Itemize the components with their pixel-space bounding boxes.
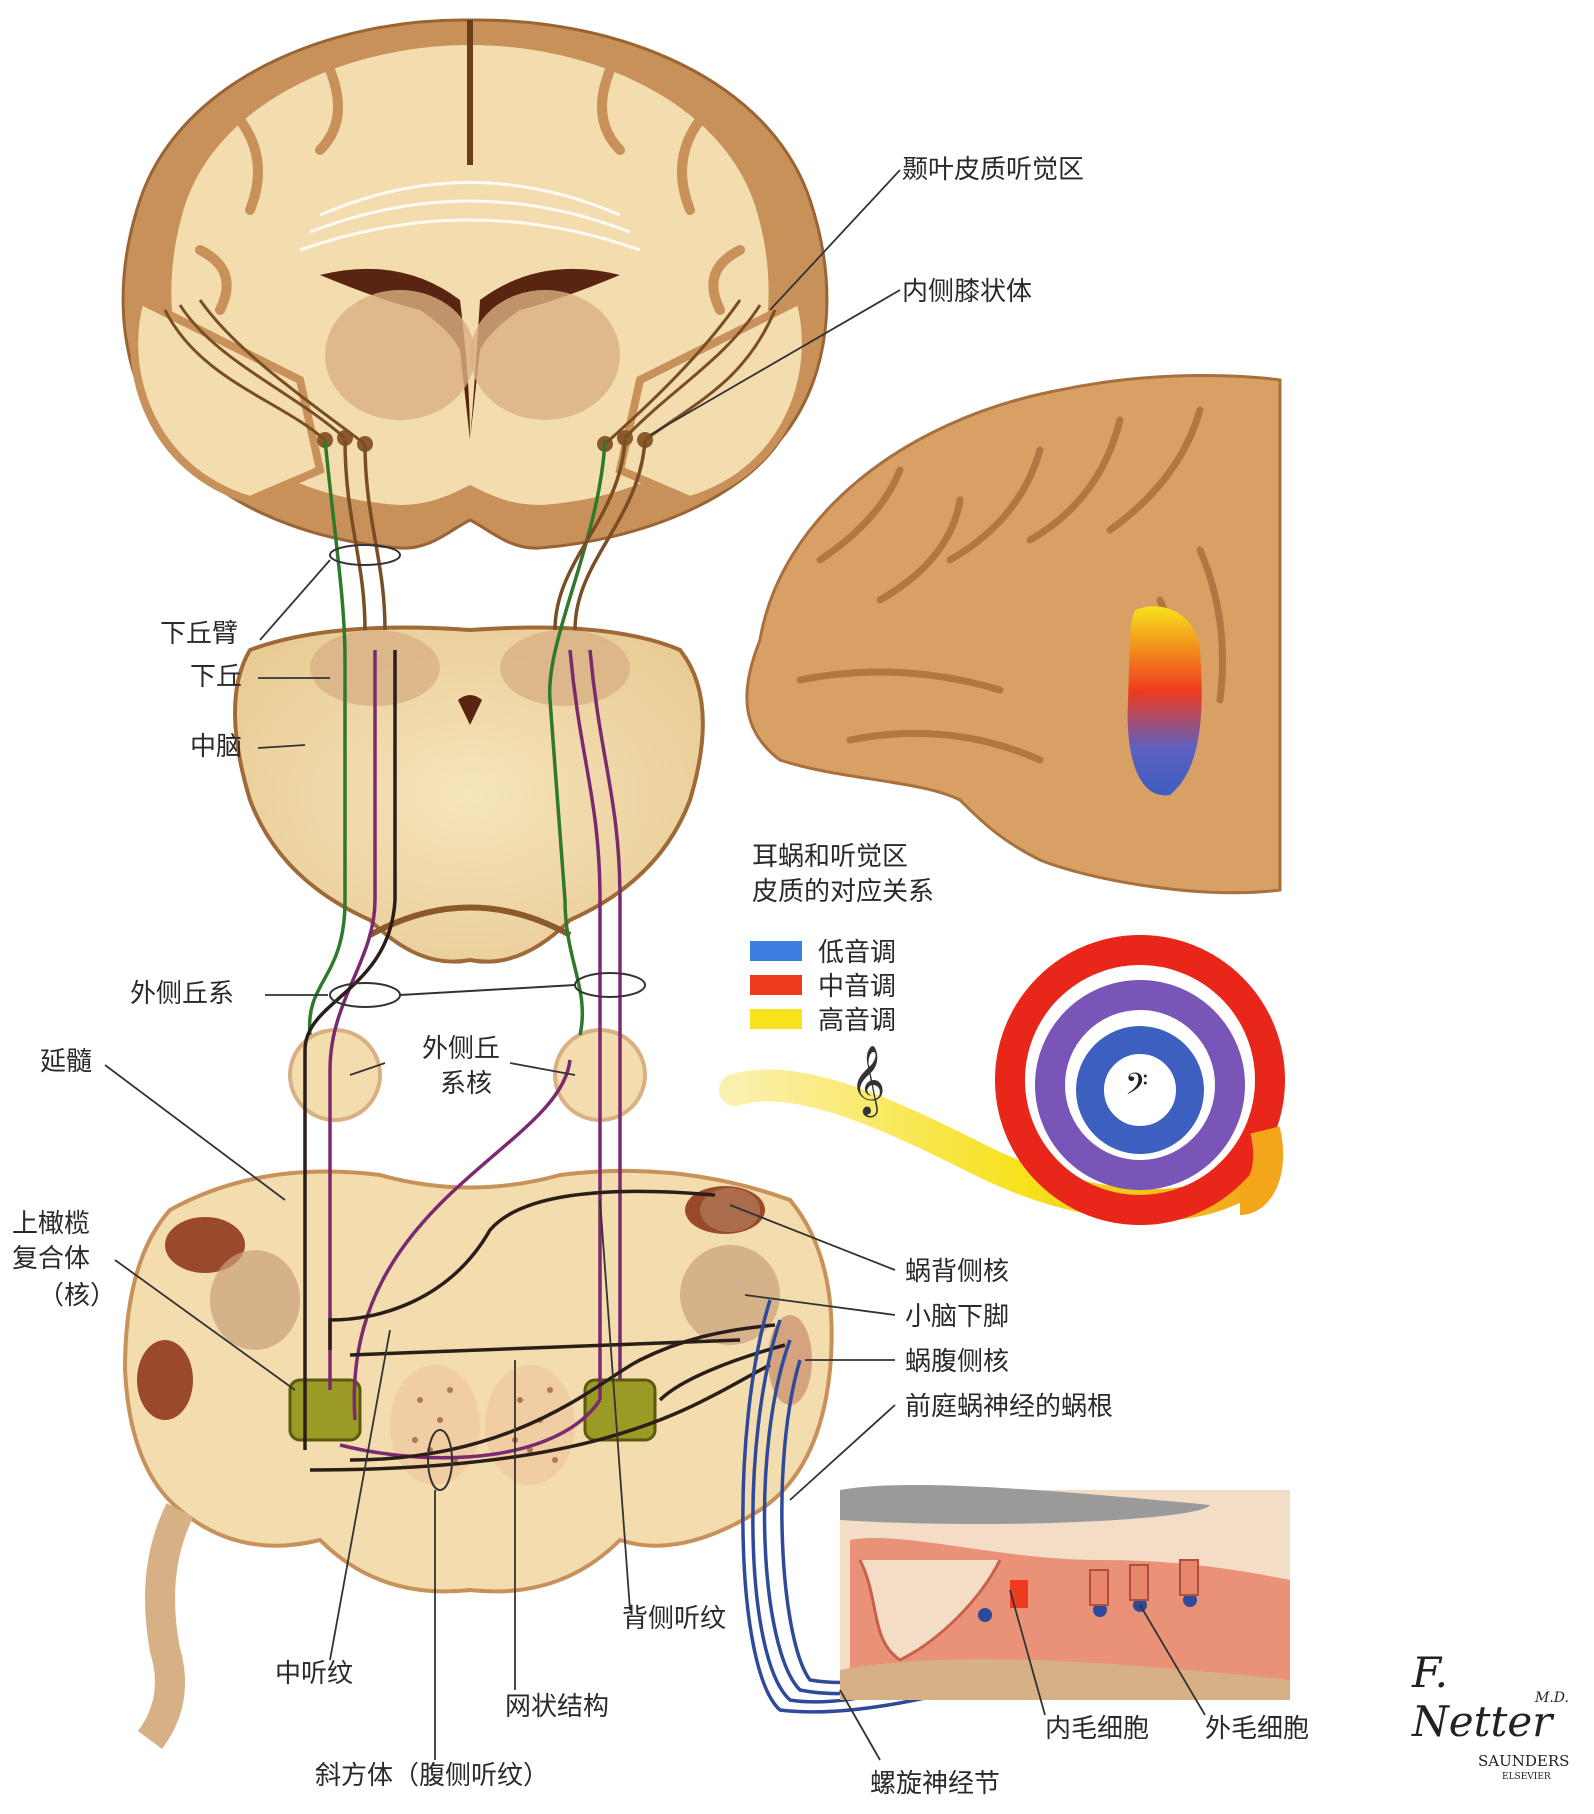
label-cochlear-root: 前庭蜗神经的蜗根 <box>905 1393 1113 1423</box>
label-dorsal-cochlear-nucleus: 蜗背侧核 <box>905 1258 1009 1288</box>
artist-degree: M.D. <box>1535 1690 1569 1706</box>
label-midbrain: 中脑 <box>190 733 242 763</box>
cerebrum-coronal-section <box>123 20 827 548</box>
label-dorsal-acoustic-stria: 背侧听纹 <box>622 1605 726 1635</box>
legend-swatch-low <box>750 941 802 961</box>
svg-text:𝄢: 𝄢 <box>1125 1068 1148 1109</box>
treble-clef-icon: 𝄞 <box>850 1045 885 1117</box>
label-inner-hair-cells: 内毛细胞 <box>1045 1715 1149 1745</box>
legend-label-low: 低音调 <box>818 932 896 969</box>
label-temporal-cortex: 颞叶皮质听觉区 <box>902 156 1084 186</box>
legend-swatch-high <box>750 1009 802 1029</box>
label-medial-geniculate: 内侧膝状体 <box>902 278 1032 308</box>
lateral-brain-view <box>747 376 1280 893</box>
legend-title-line2: 皮质的对应关系 <box>752 875 934 910</box>
label-nucleus-lateral-lemniscus-2: 系核 <box>440 1070 492 1100</box>
label-brachium-inferior-colliculus: 下丘臂 <box>160 620 238 650</box>
brachium-ring <box>330 545 400 565</box>
label-lateral-lemniscus: 外侧丘系 <box>130 980 234 1010</box>
publisher-name: SAUNDERS <box>1478 1752 1569 1770</box>
label-outer-hair-cells: 外毛细胞 <box>1205 1715 1309 1745</box>
label-superior-olive-3: （核） <box>38 1282 116 1312</box>
label-inferior-cerebellar-peduncle: 小脑下脚 <box>905 1303 1009 1333</box>
label-intermediate-acoustic-stria: 中听纹 <box>275 1660 353 1690</box>
label-superior-olive-2: 复合体 <box>12 1245 90 1275</box>
label-trapezoid-body: 斜方体（腹侧听纹） <box>315 1762 549 1792</box>
publisher-imprint: ELSEVIER <box>1502 1772 1551 1782</box>
label-reticular-formation: 网状结构 <box>505 1693 609 1723</box>
legend-item-low: 低音调 <box>750 932 896 969</box>
legend-label-high: 高音调 <box>818 1000 896 1037</box>
label-nucleus-lateral-lemniscus-1: 外侧丘 <box>422 1035 500 1065</box>
legend-swatch-mid <box>750 975 802 995</box>
legend-label-mid: 中音调 <box>818 966 896 1003</box>
label-spiral-ganglion: 螺旋神经节 <box>870 1770 1000 1800</box>
label-inferior-colliculus: 下丘 <box>190 663 242 693</box>
label-ventral-cochlear-nucleus: 蜗腹侧核 <box>905 1348 1009 1378</box>
label-superior-olive-1: 上橄榄 <box>12 1210 90 1240</box>
lateral-lemniscus-ring-right <box>575 973 645 997</box>
legend-title-line1: 耳蜗和听觉区 <box>752 840 934 875</box>
legend-item-mid: 中音调 <box>750 966 896 1003</box>
legend-title: 耳蜗和听觉区 皮质的对应关系 <box>752 840 934 910</box>
organ-of-corti-inset <box>840 1485 1290 1700</box>
legend-item-high: 高音调 <box>750 1000 896 1037</box>
label-medulla: 延髓 <box>40 1048 92 1078</box>
